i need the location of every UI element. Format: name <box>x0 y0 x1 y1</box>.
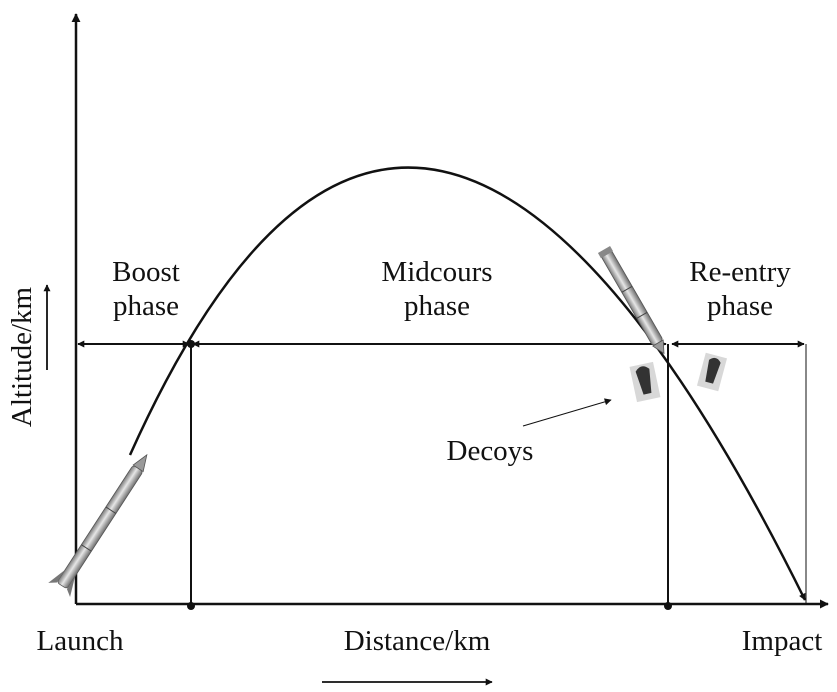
trajectory-curve <box>128 166 807 601</box>
decoys-label: Decoys <box>447 435 534 467</box>
reentry-phase-label-line2: phase <box>707 290 773 322</box>
midcourse-ground-dot <box>664 602 672 610</box>
decoy-icon <box>629 361 661 403</box>
midcourse-phase-label-line2: phase <box>404 290 470 322</box>
midcourse-phase-label-line1: Midcours <box>381 256 492 288</box>
boost-phase-label-line1: Boost <box>112 256 180 288</box>
impact-label: Impact <box>742 625 823 657</box>
y-axis-label: Altitude/km <box>6 286 38 427</box>
decoy-icon <box>696 352 728 392</box>
launch-label: Launch <box>37 625 124 657</box>
reentry-phase-label-line1: Re-entry <box>689 256 791 288</box>
missile-icon <box>48 453 148 597</box>
boost-junction-dot <box>187 340 195 348</box>
boost-ground-dot <box>187 602 195 610</box>
decoys-pointer-arrow <box>522 398 612 427</box>
boost-phase-label-line2: phase <box>113 290 179 322</box>
x-axis-label: Distance/km <box>344 625 491 657</box>
missile-icon <box>597 246 665 355</box>
